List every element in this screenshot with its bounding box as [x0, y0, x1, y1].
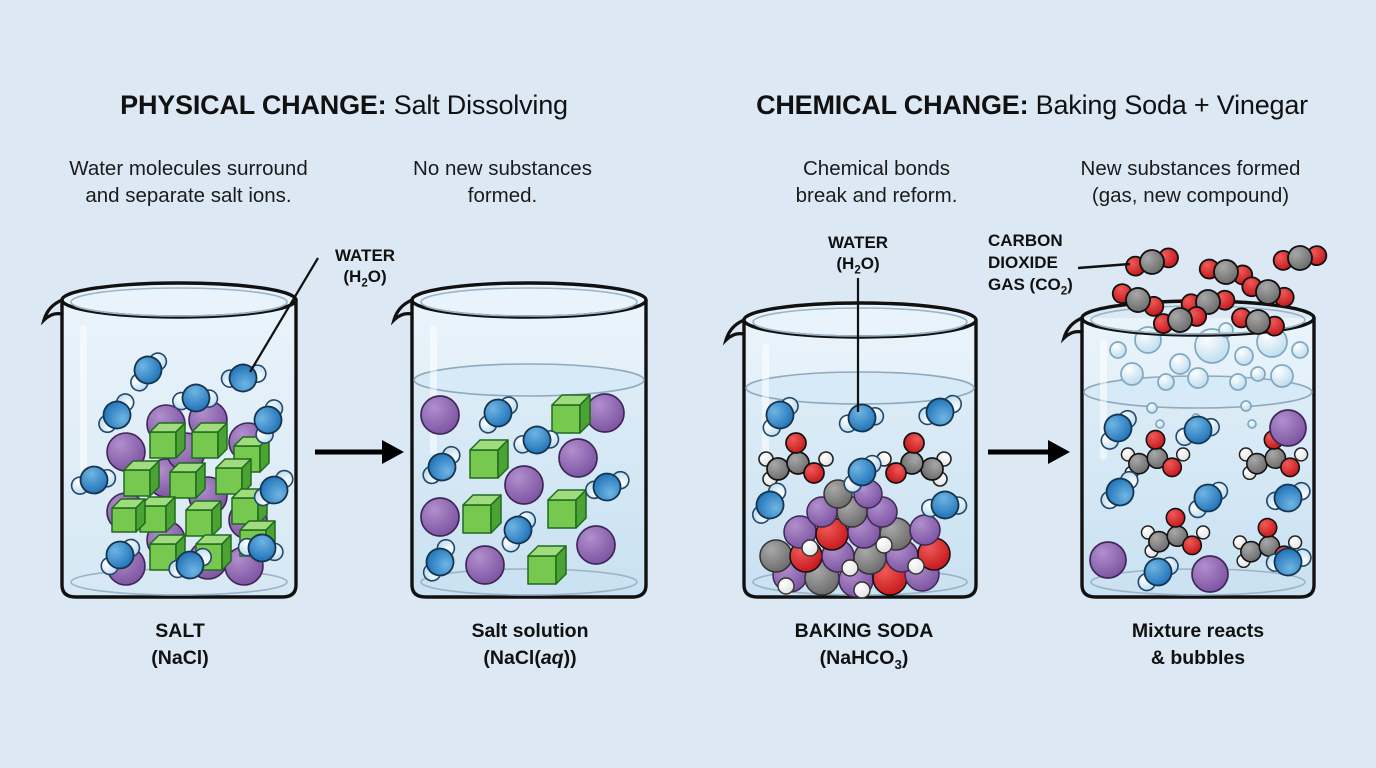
caption-salt-crystal: Water molecules surround and separate sa… [36, 155, 341, 209]
label-salt-crystal-line1: SALT [155, 620, 205, 642]
label-salt-solution-line2: (NaCl(aq)) [483, 647, 577, 669]
caption-salt-solution: No new substances formed. [350, 155, 655, 209]
label-salt-solution-line1: Salt solution [471, 620, 589, 642]
callout-co2-line2: DIOXIDE [988, 253, 1058, 272]
label-mixture-reacts-line2: & bubbles [1150, 647, 1246, 669]
label-mixture-reacts-line1: Mixture reacts [1131, 620, 1265, 642]
caption-salt-crystal-line2: and separate salt ions. [85, 184, 292, 207]
caption-salt-crystal-line1: Water molecules surround [69, 157, 308, 180]
callout-co2-line3: GAS (CO2) [988, 275, 1073, 298]
callout-water-left-formula: (H2O) [343, 267, 387, 290]
callout-water-right-formula: (H2O) [836, 254, 880, 277]
label-mixture-reacts: Mixture reacts & bubbles [1078, 618, 1318, 672]
caption-mixture-reacts-line2: (gas, new compound) [1091, 184, 1290, 207]
panel-title-physical: PHYSICAL CHANGE: Salt Dissolving [0, 88, 688, 122]
callout-water-right: WATER (H2O) [803, 232, 913, 281]
label-baking-soda-line2: (NaHCO3) [819, 647, 909, 672]
panel-title-chemical-strong: CHEMICAL CHANGE: [756, 90, 1029, 120]
caption-mixture-reacts-line1: New substances formed [1080, 157, 1301, 180]
panel-title-chemical: CHEMICAL CHANGE: Baking Soda + Vinegar [688, 88, 1376, 122]
panel-title-chemical-light: Baking Soda + Vinegar [1028, 90, 1308, 120]
caption-baking-soda-line2: break and reform. [795, 184, 958, 207]
caption-salt-solution-line2: formed. [467, 184, 538, 207]
callout-water-left-line1: WATER [334, 246, 396, 265]
panel-chemical-change: CHEMICAL CHANGE: Baking Soda + Vinegar C… [688, 0, 1376, 768]
callout-water-left: WATER (H2O) [310, 245, 420, 294]
label-salt-crystal: SALT (NaCl) [60, 618, 300, 672]
panel-title-physical-light: Salt Dissolving [386, 90, 568, 120]
caption-salt-solution-line1: No new substances [413, 157, 592, 180]
panel-title-physical-strong: PHYSICAL CHANGE: [120, 90, 387, 120]
callout-carbon-dioxide: CARBON DIOXIDE GAS (CO2) [988, 230, 1138, 302]
caption-mixture-reacts: New substances formed (gas, new compound… [1038, 155, 1343, 209]
label-baking-soda: BAKING SODA (NaHCO3) [744, 618, 984, 678]
label-salt-crystal-line2: (NaCl) [151, 647, 209, 669]
callout-co2-line1: CARBON [988, 231, 1063, 250]
label-baking-soda-line1: BAKING SODA [794, 620, 934, 642]
label-salt-solution: Salt solution (NaCl(aq)) [410, 618, 650, 672]
caption-baking-soda: Chemical bonds break and reform. [724, 155, 1029, 209]
panel-physical-change: PHYSICAL CHANGE: Salt Dissolving Water m… [0, 88, 688, 672]
caption-baking-soda-line1: Chemical bonds [803, 157, 950, 180]
callout-water-right-line1: WATER [827, 233, 889, 252]
